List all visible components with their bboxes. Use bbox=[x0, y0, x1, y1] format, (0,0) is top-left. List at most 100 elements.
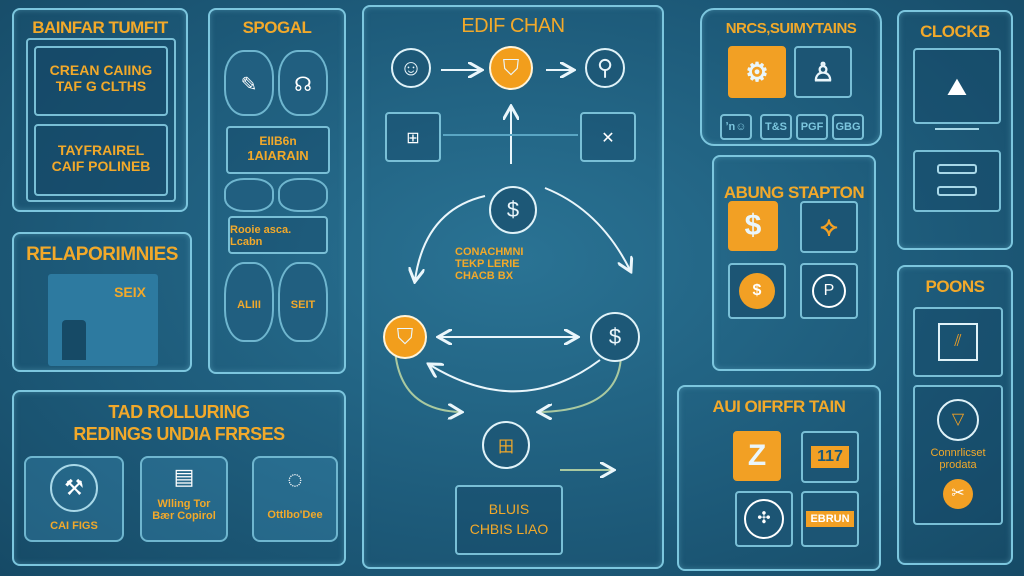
caption-line: Connrlicset bbox=[930, 447, 986, 459]
center-line: CHACB BX bbox=[455, 270, 514, 282]
mini-tile[interactable]: T&S bbox=[760, 114, 792, 140]
dollar-node-right[interactable]: $ bbox=[590, 312, 640, 362]
mini-label: T&S bbox=[765, 121, 787, 133]
person-icon[interactable]: ♙ bbox=[794, 46, 852, 98]
center-label: CONACHMNI TEKP LERIE CHACB BX bbox=[455, 246, 575, 282]
item-disc-3[interactable]: ALIII bbox=[224, 262, 274, 342]
node-start[interactable]: ☺ bbox=[391, 48, 431, 88]
label-box-2: Rooie asca. Lcabn bbox=[228, 216, 328, 254]
shield-icon[interactable]: ⛉ bbox=[489, 46, 533, 90]
mini-label: ʼn☺ bbox=[725, 121, 747, 133]
feature-card[interactable]: ▤ Wlling Tor Bær Copirol bbox=[140, 456, 228, 542]
tools-icon: ⚒ bbox=[50, 464, 98, 512]
card-label: Ottlbo'Dee bbox=[267, 509, 323, 521]
node-bottom[interactable]: 田 bbox=[482, 421, 530, 469]
result-box[interactable]: BLUIS CHBIS LIAO bbox=[455, 485, 563, 555]
chain-icon: ◌ bbox=[287, 464, 303, 494]
mini-tile[interactable]: ʼn☺ bbox=[720, 114, 752, 140]
gear-icon[interactable]: ⚙ bbox=[728, 46, 786, 98]
panel-poons: POONS ⫽ ▽ Connrlicset prodata ✂ bbox=[897, 265, 1013, 565]
mini-tile[interactable]: PGF bbox=[796, 114, 828, 140]
p-icon: P bbox=[812, 274, 846, 308]
panel-title: BAINFAR TUMFIT bbox=[32, 18, 168, 37]
product-card[interactable]: ▽ Connrlicset prodata ✂ bbox=[913, 385, 1003, 525]
info-box-1[interactable]: CREAN CAIING TAF G CLTHS bbox=[34, 46, 168, 116]
panel-title: NRCS,SUIMYTAINS bbox=[725, 20, 857, 37]
handshake-icon[interactable]: ⟡ bbox=[800, 201, 858, 253]
mini-tile[interactable]: GBG bbox=[832, 114, 864, 140]
z-tile[interactable]: Z bbox=[733, 431, 781, 481]
feature-card[interactable]: ◌ Ottlbo'Dee bbox=[252, 456, 338, 542]
coin-icon: $ bbox=[739, 273, 775, 309]
document-icon: ▤ bbox=[173, 464, 195, 489]
panel-title: TAD ROLLURING bbox=[108, 402, 250, 422]
panel-clockb: CLOCKB ⛰ bbox=[897, 10, 1013, 250]
disc-label: ALIII bbox=[237, 299, 261, 311]
dollar-tile[interactable]: $ bbox=[728, 201, 778, 251]
node-left-block[interactable]: ⊞ bbox=[385, 112, 441, 162]
number-label: 117 bbox=[811, 446, 849, 468]
result-line: CHBIS LIAO bbox=[469, 521, 549, 537]
disc-label: SEIT bbox=[290, 299, 316, 311]
feature-card[interactable]: ⚒ CAI FIGS bbox=[24, 456, 124, 542]
node-right-block[interactable]: ✕ bbox=[580, 112, 636, 162]
mini-label: PGF bbox=[800, 121, 824, 133]
label-line: Lcabn bbox=[230, 236, 263, 248]
panel-title: SPOGAL bbox=[242, 18, 312, 37]
caption-line: prodata bbox=[939, 459, 977, 471]
inner-frame bbox=[26, 38, 176, 202]
box-line: TAF G CLTHS bbox=[55, 78, 147, 94]
info-box-2[interactable]: TAYFRAIREL CAIF POLINEB bbox=[34, 124, 168, 196]
panel-title: CLOCKB bbox=[920, 22, 990, 41]
panel-nrcs: NRCS,SUIMYTAINS ⚙ ♙ ʼn☺ T&S PGF GBG bbox=[700, 8, 882, 146]
label-box-1: EIIB6n 1AIARAIN bbox=[226, 126, 330, 174]
panel-relaporimnies: RELAPORIMNIES SEIX bbox=[12, 232, 192, 372]
label-line: Rooie asca. bbox=[230, 224, 292, 236]
card-label: CAI FIGS bbox=[50, 520, 98, 532]
parking-tile[interactable]: P bbox=[800, 263, 858, 319]
node-end[interactable]: ⚲ bbox=[585, 48, 625, 88]
compass-icon[interactable]: ✣ bbox=[735, 491, 793, 547]
form-card[interactable] bbox=[913, 150, 1001, 212]
panel-bainfar: BAINFAR TUMFIT CREAN CAIING TAF G CLTHS … bbox=[12, 8, 188, 212]
pattern-icon: ⫽ bbox=[938, 323, 978, 361]
box-line: CAIF POLINEB bbox=[51, 158, 151, 174]
stack-1 bbox=[224, 178, 274, 212]
panel-title: ABUNG STAPTON bbox=[723, 183, 865, 202]
item-disc-2[interactable]: ☊ bbox=[278, 50, 328, 116]
tag-label: EBRUN bbox=[806, 511, 854, 527]
label-line: EIIB6n bbox=[259, 134, 297, 148]
mini-label: GBG bbox=[835, 121, 861, 133]
scissors-icon: ✂ bbox=[943, 479, 973, 509]
illustration-label: SEIX bbox=[114, 284, 146, 300]
center-line: CONACHMNI bbox=[455, 246, 524, 258]
shield-icon[interactable]: ⛉ bbox=[383, 315, 427, 359]
panel-title: RELAPORIMNIES bbox=[26, 244, 178, 265]
panel-aui: AUI OIFRFR TAIN Z 117 ✣ EBRUN bbox=[677, 385, 881, 571]
dollar-icon: $ bbox=[506, 197, 520, 222]
panel-edif-chan: EDIF CHAN bbox=[362, 5, 664, 569]
diagram-title: EDIF CHAN bbox=[461, 15, 565, 37]
result-line: BLUIS bbox=[488, 501, 530, 517]
pattern-card[interactable]: ⫽ bbox=[913, 307, 1003, 377]
grid-icon: 田 bbox=[497, 439, 514, 456]
tag-tile[interactable]: EBRUN bbox=[801, 491, 859, 547]
panel-title: POONS bbox=[925, 277, 985, 296]
tank-icon bbox=[62, 320, 86, 360]
box-line: CREAN CAIING bbox=[49, 62, 153, 78]
center-line: TEKP LERIE bbox=[455, 258, 520, 270]
number-tile[interactable]: 117 bbox=[801, 431, 859, 483]
label-line: 1AIARAIN bbox=[247, 148, 309, 163]
illustration: SEIX bbox=[48, 274, 158, 366]
coin-tile[interactable]: $ bbox=[728, 263, 786, 319]
panel-rolluring: TAD ROLLURING REDINGS UNDIA FRRSES ⚒ CAI… bbox=[12, 390, 346, 566]
form-field bbox=[937, 186, 977, 196]
gem-icon: ▽ bbox=[937, 399, 979, 441]
dollar-node-top[interactable]: $ bbox=[489, 186, 537, 234]
item-disc-4[interactable]: SEIT bbox=[278, 262, 328, 342]
z-icon: Z bbox=[747, 439, 767, 472]
item-disc-1[interactable]: ✎ bbox=[224, 50, 274, 116]
dollar-icon: $ bbox=[608, 324, 622, 349]
chart-card[interactable]: ⛰ bbox=[913, 48, 1001, 124]
stack-2 bbox=[278, 178, 328, 212]
